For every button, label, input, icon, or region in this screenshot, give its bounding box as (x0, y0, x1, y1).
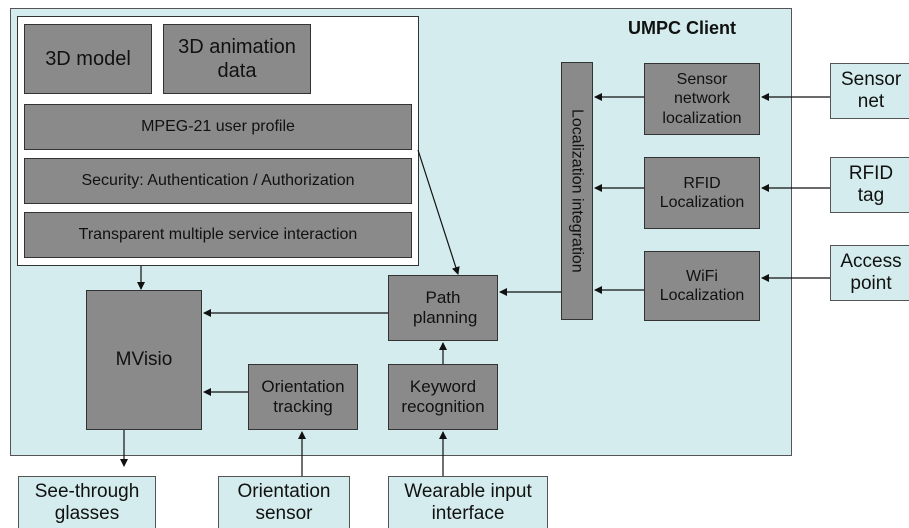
box-sensor-network-localization: Sensor network localization (644, 63, 760, 135)
box-path-planning: Path planning (388, 275, 498, 341)
box-3d-model-label: 3D model (45, 48, 131, 70)
box-localization-integration: Localization integration (561, 62, 593, 320)
box-mvisio: MVisio (86, 290, 202, 430)
box-security: Security: Authentication / Authorization (24, 158, 412, 204)
box-localization-integration-label: Localization integration (568, 109, 586, 273)
box-transparent-service-interaction-label: Transparent multiple service interaction (78, 226, 358, 244)
box-mvisio-label: MVisio (115, 348, 173, 370)
box-sensor-network-localization-label: Sensor network localization (662, 71, 742, 127)
box-3d-model: 3D model (24, 24, 152, 94)
external-wearable-input-interface-label: Wearable input interface (404, 480, 532, 524)
external-see-through-glasses: See-through glasses (18, 476, 156, 528)
external-wearable-input-interface: Wearable input interface (388, 476, 548, 528)
external-sensor-net-label: Sensor net (841, 69, 902, 112)
box-wifi-localization: WiFi Localization (644, 251, 760, 321)
box-keyword-recognition-label: Keyword recognition (401, 376, 485, 416)
box-transparent-service-interaction: Transparent multiple service interaction (24, 212, 412, 258)
external-rfid-tag-label: RFID tag (848, 163, 894, 206)
box-orientation-tracking: Orientation tracking (248, 364, 358, 430)
box-security-label: Security: Authentication / Authorization (81, 172, 355, 190)
box-path-planning-label: Path planning (413, 287, 478, 327)
external-orientation-sensor-label: Orientation sensor (237, 480, 331, 524)
box-rfid-localization: RFID Localization (644, 157, 760, 229)
box-3d-animation-data-label: 3D animation data (178, 36, 296, 82)
umpc-client-title: UMPC Client (628, 18, 736, 38)
external-access-point-label: Access point (840, 251, 902, 294)
external-see-through-glasses-label: See-through glasses (34, 480, 140, 524)
box-orientation-tracking-label: Orientation tracking (261, 376, 345, 416)
external-access-point: Access point (830, 245, 909, 301)
box-mpeg21-user-profile: MPEG-21 user profile (24, 104, 412, 150)
box-keyword-recognition: Keyword recognition (388, 364, 498, 430)
box-mpeg21-user-profile-label: MPEG-21 user profile (141, 118, 295, 136)
box-3d-animation-data: 3D animation data (163, 24, 311, 94)
external-rfid-tag: RFID tag (830, 157, 909, 213)
external-sensor-net: Sensor net (830, 63, 909, 119)
external-orientation-sensor: Orientation sensor (218, 476, 350, 528)
box-wifi-localization-label: WiFi Localization (659, 267, 745, 304)
box-rfid-localization-label: RFID Localization (659, 174, 745, 211)
arrow-profile-to-path-planning (417, 149, 460, 275)
